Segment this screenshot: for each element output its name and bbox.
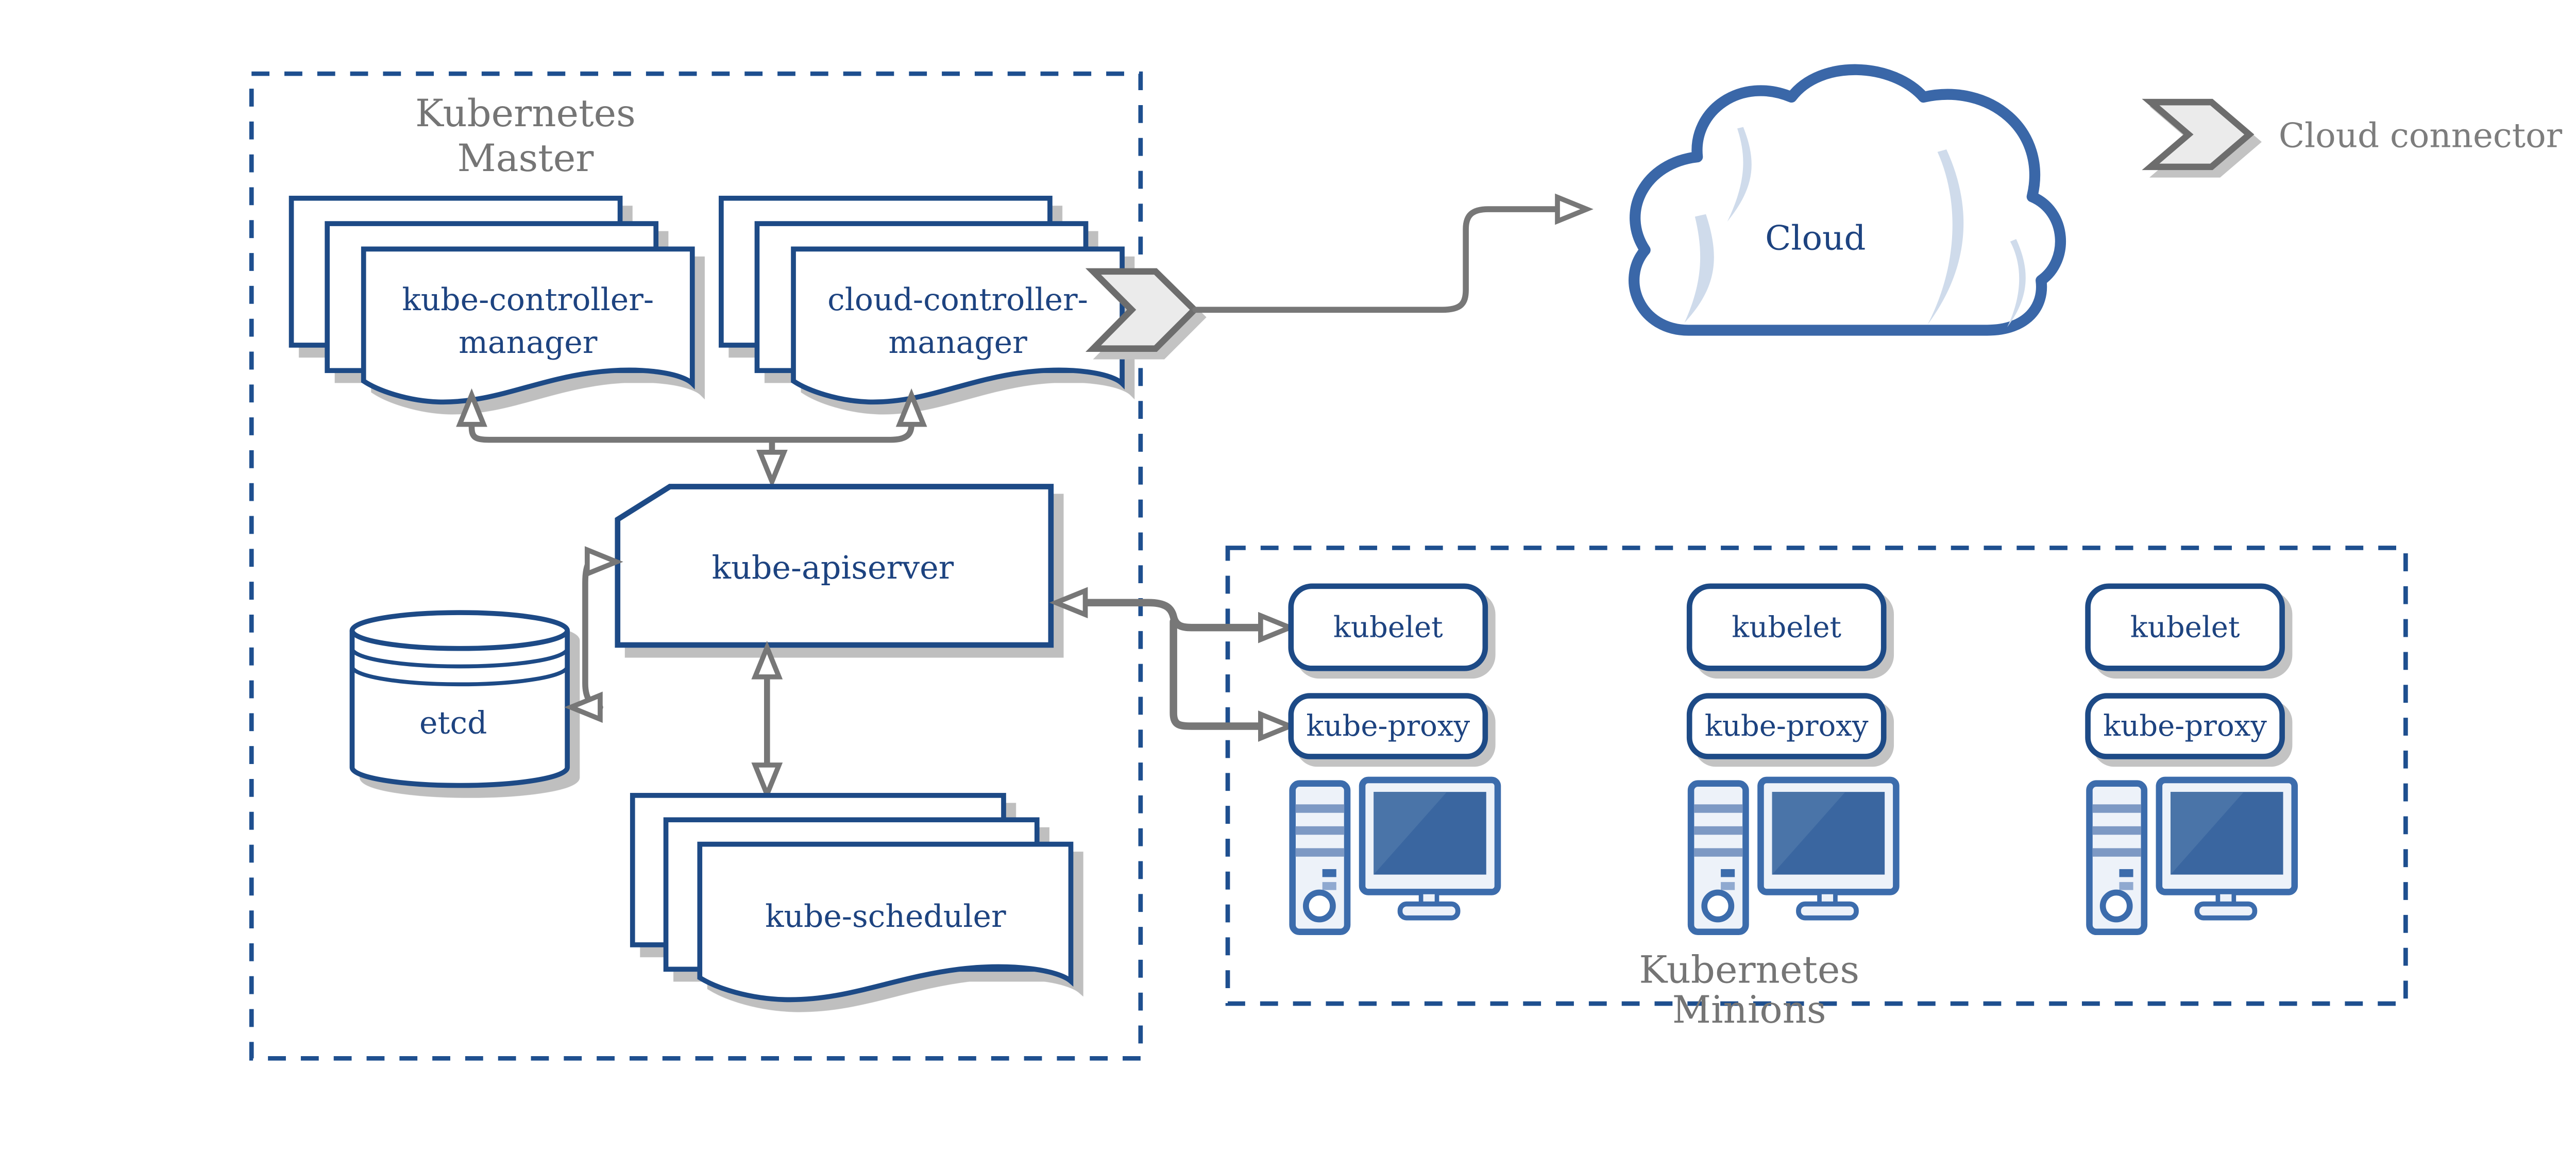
kubelet-box bbox=[2085, 583, 2285, 671]
arrow-cloud-connector-to-cloud bbox=[1192, 193, 1594, 313]
arrowhead-down-icon bbox=[756, 449, 788, 488]
arrowhead-up-icon bbox=[895, 388, 927, 427]
cloud-highlight bbox=[1727, 127, 1752, 222]
kube-controller-manager-label-line1: kube-controller- bbox=[402, 282, 654, 318]
cylinder-body bbox=[349, 630, 570, 788]
master-title-line2: Master bbox=[457, 137, 594, 180]
document-front-page bbox=[361, 246, 695, 405]
cloud-highlight bbox=[2007, 239, 2026, 328]
arrowhead-left-icon bbox=[1049, 587, 1088, 619]
tower-vent bbox=[1322, 869, 1336, 877]
kubelet-label: kubelet bbox=[1732, 611, 1841, 645]
monitor-base bbox=[1397, 901, 1461, 921]
tower-slat bbox=[1693, 848, 1743, 857]
minions-title-line2: Minions bbox=[1672, 988, 1826, 1032]
kube-proxy-box bbox=[1288, 693, 1488, 759]
cloud-controller-manager-node: cloud-controller- manager bbox=[719, 195, 1125, 405]
tower-vent bbox=[2119, 869, 2133, 877]
kubelet-box bbox=[1686, 583, 1887, 671]
apiserver-box bbox=[615, 484, 1054, 648]
tower-slat bbox=[1295, 848, 1345, 857]
cloud-controller-manager-label-line2: manager bbox=[888, 325, 1027, 361]
kubelet-box bbox=[1288, 583, 1488, 671]
tower-vent bbox=[1721, 882, 1735, 890]
kubernetes-master-boundary bbox=[249, 71, 1143, 1061]
node-machine-icon bbox=[1687, 776, 1900, 936]
minion-node-2: kubelet kube-proxy bbox=[1686, 583, 1900, 936]
tower-slat bbox=[2092, 804, 2142, 813]
kube-apiserver-node: kube-apiserver bbox=[615, 484, 1054, 648]
arrowhead-right-icon bbox=[584, 546, 623, 578]
legend-label: Cloud connector bbox=[2279, 115, 2563, 155]
kube-proxy-box bbox=[1686, 693, 1887, 759]
arrowhead-right-icon bbox=[1258, 710, 1297, 742]
arrow-apiserver-kube-proxy bbox=[1170, 618, 1297, 742]
tower-vent bbox=[1721, 869, 1735, 877]
tower-vent bbox=[1322, 882, 1336, 890]
arrowhead-right-icon bbox=[1258, 612, 1297, 643]
monitor-base bbox=[1796, 901, 1859, 921]
kube-scheduler-label: kube-scheduler bbox=[765, 898, 1006, 935]
cloud-controller-manager-label-line1: cloud-controller- bbox=[827, 282, 1088, 318]
arrow-controllers-apiserver bbox=[456, 388, 927, 488]
tower-slat bbox=[2092, 848, 2142, 857]
document-front-page bbox=[791, 246, 1125, 405]
kube-apiserver-label: kube-apiserver bbox=[712, 549, 954, 586]
arrowhead-right-icon bbox=[1555, 193, 1594, 225]
tower-icon bbox=[1687, 780, 1749, 936]
cloud-highlight bbox=[1927, 149, 1964, 325]
etcd-label: etcd bbox=[419, 705, 487, 741]
cloud-highlight bbox=[1684, 214, 1714, 323]
arrow-apiserver-scheduler bbox=[751, 640, 783, 801]
etcd-node: etcd bbox=[349, 610, 570, 788]
cloud-shape: Cloud bbox=[1629, 64, 2066, 336]
tower-icon bbox=[1289, 780, 1351, 936]
kube-scheduler-node: kube-scheduler bbox=[630, 793, 1074, 1003]
document-front-page bbox=[697, 841, 1074, 1003]
kubelet-label: kubelet bbox=[1333, 611, 1443, 645]
minion-node-3: kubelet kube-proxy bbox=[2085, 583, 2298, 936]
kube-controller-manager-node: kube-controller- manager bbox=[289, 195, 695, 405]
tower-icon bbox=[2086, 780, 2148, 936]
monitor-screen-glare bbox=[1374, 792, 1447, 875]
cylinder-top bbox=[349, 610, 570, 651]
minions-title-line1: Kubernetes bbox=[1639, 948, 1859, 992]
monitor-base bbox=[2194, 901, 2258, 921]
monitor-screen-glare bbox=[2171, 792, 2244, 875]
master-title-line1: Kubernetes bbox=[415, 92, 636, 135]
kube-proxy-label: kube-proxy bbox=[1306, 709, 1470, 743]
arrow-apiserver-kubelet bbox=[1049, 587, 1297, 643]
cloud-connector-icon bbox=[1085, 268, 1199, 352]
cloud-connector-legend-icon bbox=[2142, 98, 2255, 171]
legend: Cloud connector bbox=[2142, 98, 2563, 171]
cylinder-ring bbox=[350, 666, 569, 687]
node-machine-icon bbox=[1289, 776, 1501, 936]
kube-proxy-label: kube-proxy bbox=[2103, 709, 2267, 743]
tower-slat bbox=[1295, 804, 1345, 813]
node-machine-icon bbox=[2086, 776, 2298, 936]
power-button-icon bbox=[2099, 889, 2133, 923]
kube-controller-manager-label-line2: manager bbox=[459, 325, 598, 361]
kubernetes-architecture-diagram: Kubernetes Master kube-controller- manag… bbox=[249, 64, 2563, 1061]
tower-slat bbox=[1693, 826, 1743, 835]
power-button-icon bbox=[1303, 889, 1336, 923]
monitor-screen-glare bbox=[1772, 792, 1845, 875]
arrowhead-down-icon bbox=[751, 762, 783, 801]
cloud-label: Cloud bbox=[1765, 218, 1866, 258]
tower-vent bbox=[2119, 882, 2133, 890]
tower-slat bbox=[2092, 826, 2142, 835]
tower-slat bbox=[1295, 826, 1345, 835]
kubernetes-minions-boundary bbox=[1225, 546, 2408, 1006]
arrow-apiserver-etcd bbox=[564, 546, 623, 723]
arrowhead-left-icon bbox=[564, 691, 603, 723]
tower-slat bbox=[1693, 804, 1743, 813]
kube-proxy-box bbox=[2085, 693, 2285, 759]
arrowhead-up-icon bbox=[751, 640, 783, 680]
minion-node-1: kubelet kube-proxy bbox=[1288, 583, 1501, 936]
cylinder-ring bbox=[350, 648, 569, 669]
arrowhead-up-icon bbox=[456, 388, 487, 427]
kubelet-label: kubelet bbox=[2130, 611, 2240, 645]
kube-proxy-label: kube-proxy bbox=[1705, 709, 1869, 743]
power-button-icon bbox=[1701, 889, 1735, 923]
